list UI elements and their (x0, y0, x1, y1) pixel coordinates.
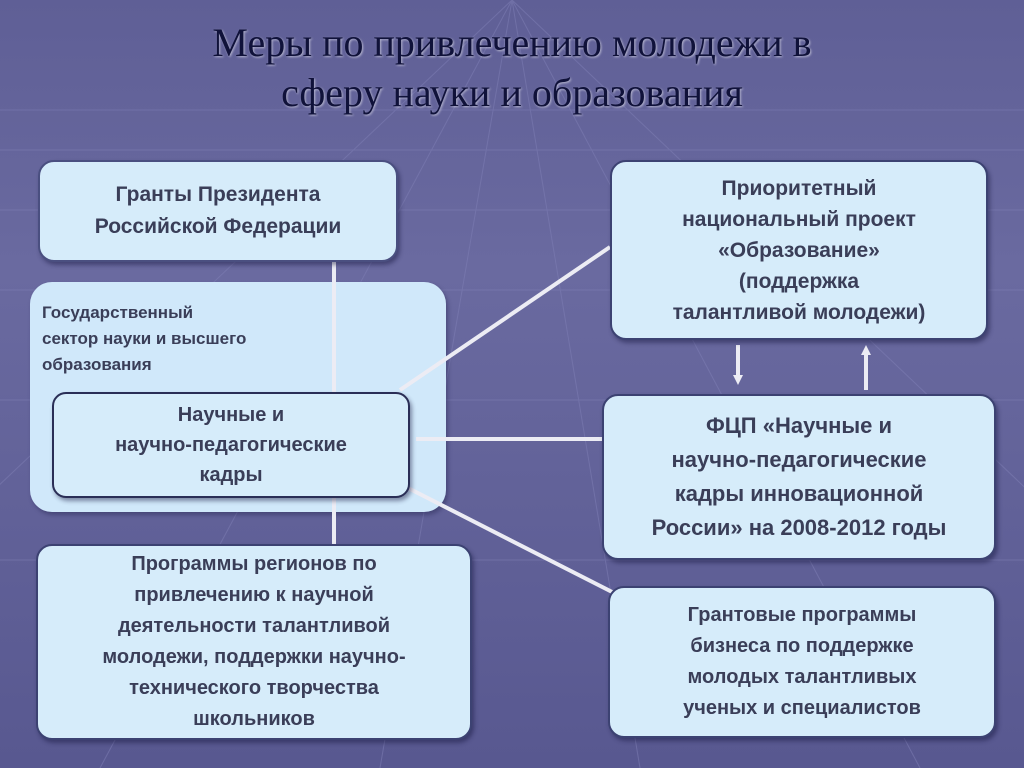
grants-president-box: Гранты Президента Российской Федерации (38, 160, 398, 262)
page-title: Меры по привлечению молодежи в сферу нау… (0, 18, 1024, 118)
fcp-line-2: научно-педагогические (671, 447, 927, 472)
priority-project-box: Приоритетный национальный проект «Образо… (610, 160, 988, 340)
regional-programs-box: Программы регионов по привлечению к науч… (36, 544, 472, 740)
title-line-1: Меры по привлечению молодежи в (212, 20, 812, 65)
priority-project-line-4: (поддержка (738, 269, 860, 293)
business-grants-line-3: молодых талантливых (687, 666, 917, 688)
business-grants-line-2: бизнеса по поддержке (690, 635, 914, 657)
regional-programs-line-1: Программы регионов по (131, 553, 377, 575)
business-grants-line-4: ученых и специалистов (683, 697, 921, 719)
state-sector-line-1: Государственный (42, 303, 194, 322)
connector-cadres-to-priority (398, 245, 612, 392)
cadres-box: Научные и научно-педагогические кадры (52, 392, 410, 498)
title-line-2: сферу науки и образования (281, 70, 743, 115)
state-sector-label: Государственный сектор науки и высшего о… (42, 300, 246, 378)
cadres-line-1: Научные и (177, 404, 285, 426)
business-grants-box: Грантовые программы бизнеса по поддержке… (608, 586, 996, 738)
fcp-line-1: ФЦП «Научные и (705, 413, 893, 438)
regional-programs-line-5: технического творчества (129, 677, 379, 699)
priority-project-line-5: талантливой молодежи) (672, 300, 926, 324)
priority-project-line-2: национальный проект (682, 207, 916, 231)
fcp-line-4: России» на 2008-2012 годы (651, 515, 947, 540)
grants-president-line-2: Российской Федерации (94, 215, 342, 238)
state-sector-line-3: образования (42, 355, 152, 374)
regional-programs-line-4: молодежи, поддержки научно- (102, 646, 406, 668)
fcp-box: ФЦП «Научные и научно-педагогические кад… (602, 394, 996, 560)
grants-president-line-1: Гранты Президента (115, 183, 321, 206)
cadres-line-2: научно-педагогические (115, 434, 347, 456)
regional-programs-line-2: привлечению к научной (134, 584, 374, 606)
business-grants-line-1: Грантовые программы (687, 604, 917, 626)
priority-project-line-3: «Образование» (718, 238, 880, 262)
priority-project-line-1: Приоритетный (721, 176, 877, 200)
regional-programs-line-6: школьников (193, 708, 315, 730)
regional-programs-line-3: деятельности талантливой (117, 615, 391, 637)
fcp-line-3: кадры инновационной (674, 481, 924, 506)
state-sector-line-2: сектор науки и высшего (42, 329, 247, 348)
cadres-line-3: кадры (199, 464, 263, 486)
connector-cadres-to-business (407, 486, 621, 598)
